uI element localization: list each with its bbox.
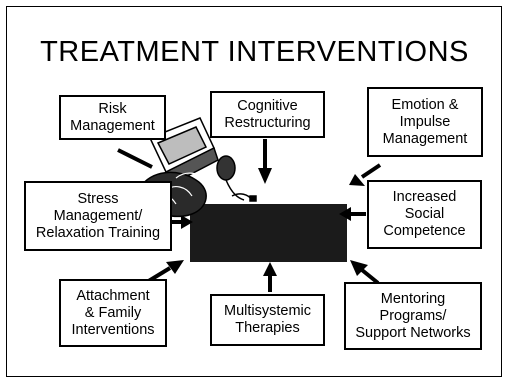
box-social-competence: Increased Social Competence xyxy=(367,180,482,249)
box-emotion-impulse-management: Emotion & Impulse Management xyxy=(367,87,483,157)
slide-title: TREATMENT INTERVENTIONS xyxy=(40,36,469,68)
box-stress-management: Stress Management/ Relaxation Training xyxy=(24,181,172,251)
box-mentoring-programs: Mentoring Programs/ Support Networks xyxy=(344,282,482,350)
box-multisystemic-therapies: Multisystemic Therapies xyxy=(210,294,325,346)
box-cognitive-restructuring: Cognitive Restructuring xyxy=(210,91,325,138)
box-risk-management: Risk Management xyxy=(59,95,166,140)
slide-frame xyxy=(6,6,502,377)
box-attachment-family: Attachment & Family Interventions xyxy=(59,279,167,347)
